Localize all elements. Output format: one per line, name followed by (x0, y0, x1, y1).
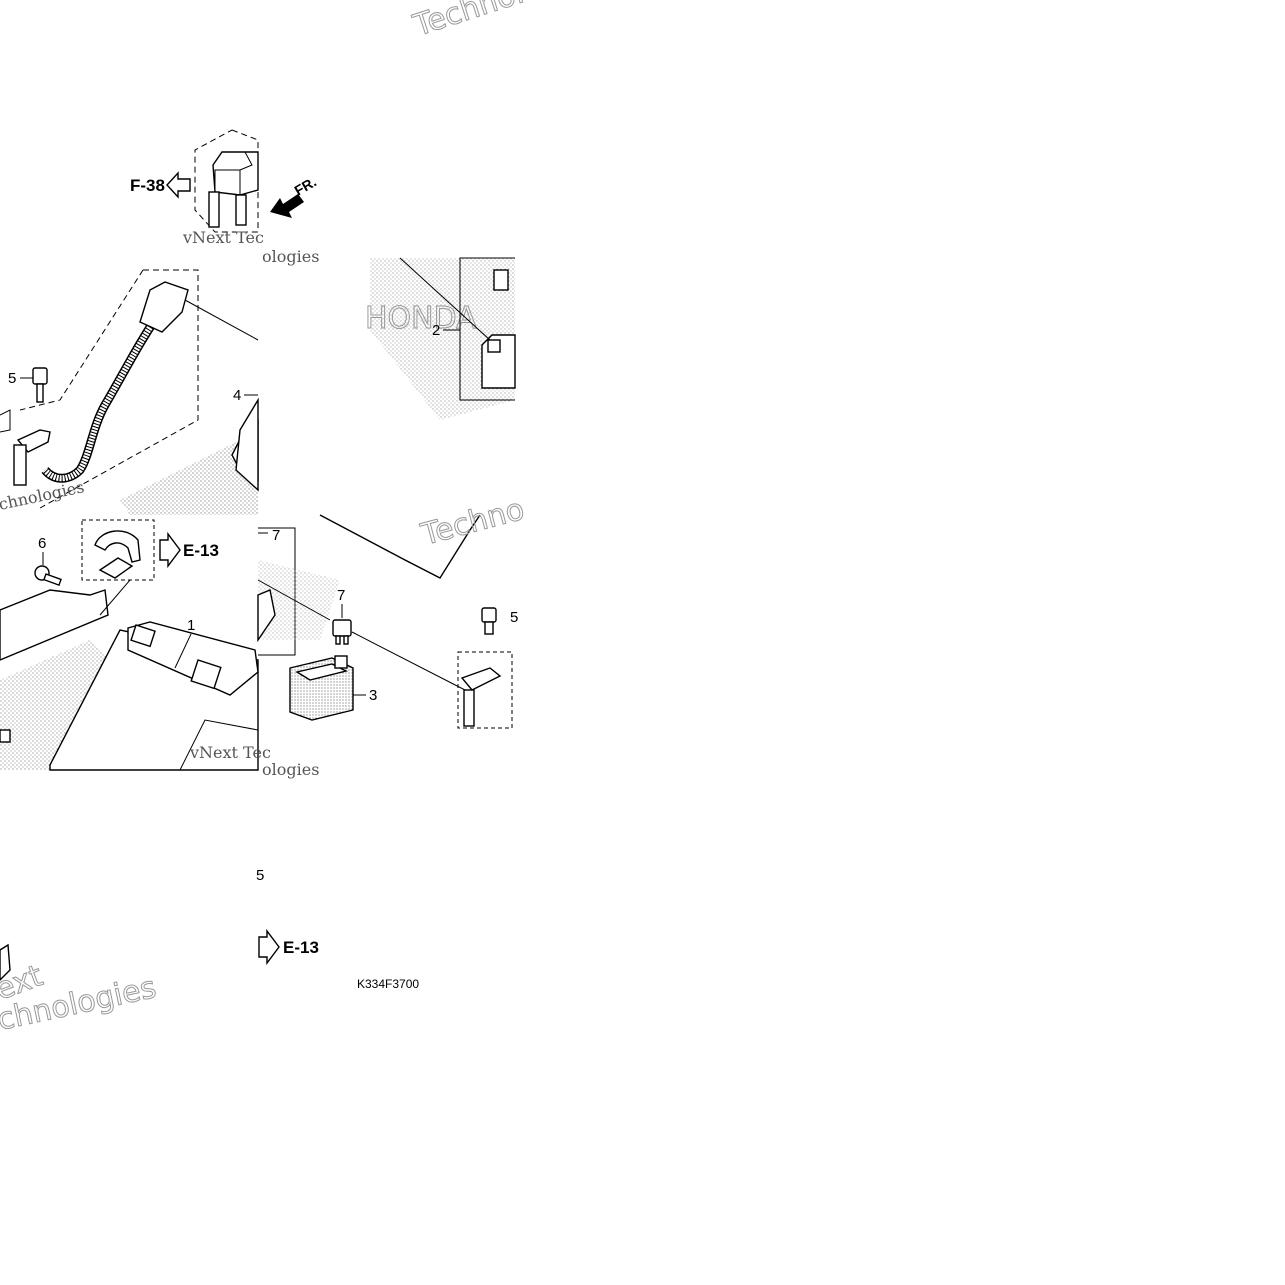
callout-label: 6 (38, 535, 46, 552)
tile-mid-left: 5 4 chnologies (0, 269, 259, 515)
ref-arrow-f38: F-38 (130, 171, 191, 199)
front-direction-arrow: FR. (270, 173, 319, 218)
watermark-text: Techno (417, 492, 528, 553)
callout-label: 2 (432, 322, 440, 339)
watermark-text: vNext Tec (189, 743, 271, 762)
ref-e13-label: E-13 (183, 541, 219, 560)
watermark-text: ologies (262, 760, 319, 779)
watermark-text: chnologies (0, 477, 86, 514)
callout-label: 5 (256, 867, 264, 884)
ref-arrow-e13: E-13 (159, 531, 219, 569)
callout-label: 5 (510, 609, 518, 626)
part-frame (459, 257, 515, 401)
callout-label: 1 (187, 617, 195, 634)
callout-label: 4 (233, 387, 241, 404)
bolt-part: 5 (460, 607, 518, 727)
bolt-part: 6 (34, 535, 62, 587)
lower-fragment: 5 E-13 K334F3700 ext chnologies (0, 867, 419, 1038)
ref-arrow-e13: E-13 (258, 928, 319, 966)
detail-outline (81, 519, 155, 581)
drawing-code: K334F3700 (357, 977, 419, 991)
watermark-text: vNext Tec (182, 228, 264, 247)
bolt-part: 5 (8, 367, 48, 403)
detail-outline (19, 269, 199, 509)
tile-top-left: F-38 vNext Tec (130, 129, 264, 247)
battery-part (49, 621, 259, 771)
front-label: FR. (292, 173, 320, 198)
ref-f38-label: F-38 (130, 176, 165, 195)
relay-part (481, 269, 516, 389)
connector-part (208, 151, 259, 228)
fuse-part: 7 (332, 587, 352, 645)
fuse-box-part: 3 (289, 655, 377, 721)
detail-outline (457, 651, 513, 729)
callout-label: 7 (272, 527, 280, 544)
detail-outline (194, 129, 259, 233)
ref-e13-label: E-13 (283, 938, 319, 957)
callout-label: 7 (337, 587, 345, 604)
tile-mid-right: HONDA 2 (235, 257, 516, 492)
watermark-text: Technologies (409, 0, 604, 44)
terminal-cover (139, 281, 189, 333)
callout-label: 3 (369, 687, 377, 704)
tile-bottom-right: Techno 7 7 3 5 (257, 491, 529, 779)
tile-bottom-left: E-13 6 1 vNext Tec (0, 519, 271, 771)
watermark-text: ologies (262, 247, 319, 266)
callout-label: 5 (8, 370, 16, 387)
